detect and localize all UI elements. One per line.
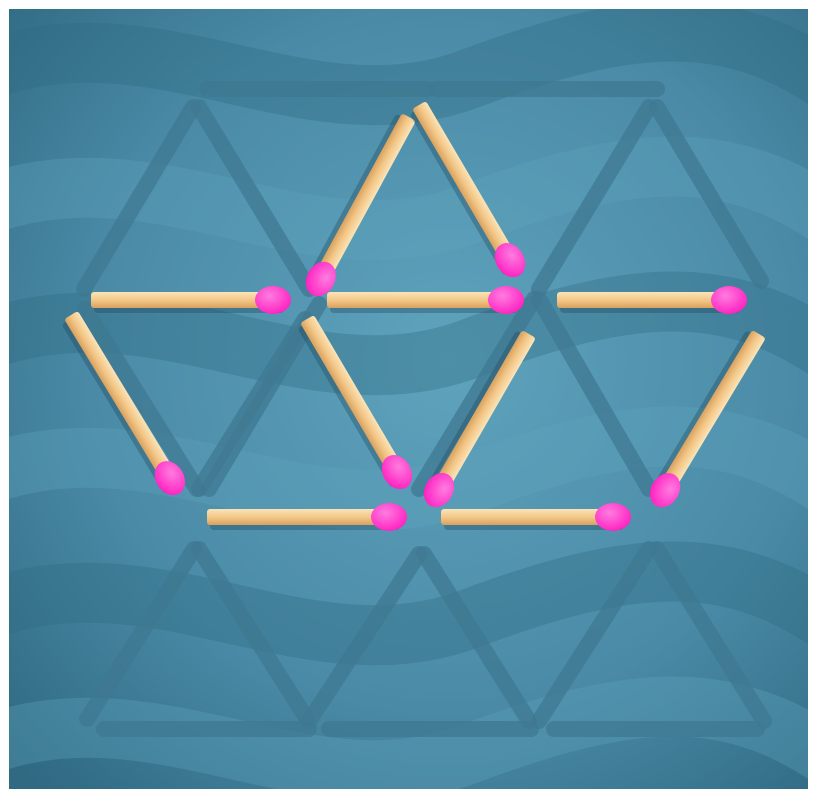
game-board — [9, 9, 808, 789]
match-head — [595, 503, 631, 531]
match-head — [488, 286, 524, 314]
matchstick-body — [441, 509, 611, 525]
game-board-frame — [9, 9, 808, 789]
match-head — [255, 286, 291, 314]
match-head — [371, 503, 407, 531]
matchstick-body — [91, 292, 271, 308]
matchstick-body — [557, 292, 727, 308]
matchstick-body — [327, 292, 504, 308]
matchstick-body — [207, 509, 387, 525]
match-head — [711, 286, 747, 314]
